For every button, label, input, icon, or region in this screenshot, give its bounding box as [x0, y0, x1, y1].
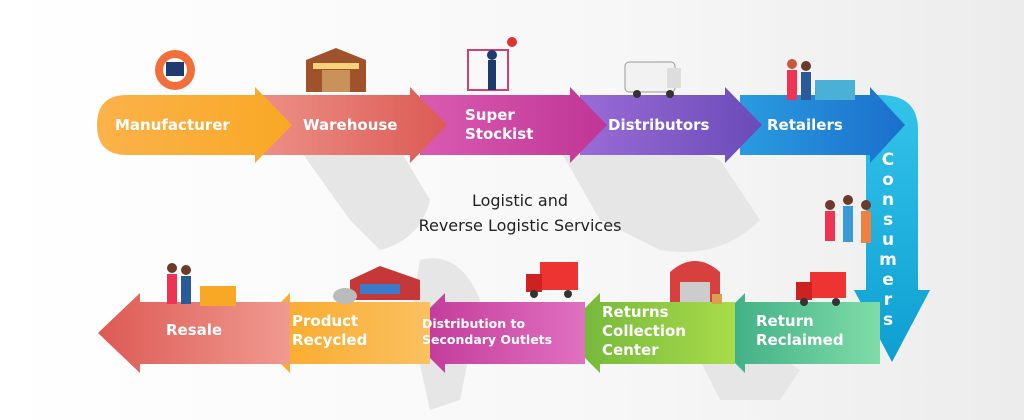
label-line: Returns [602, 303, 669, 321]
resale-label: Resale [166, 321, 223, 339]
product-recycled-arrow [250, 293, 430, 373]
returns-collection-center-label: Returns Collection Center [602, 303, 686, 360]
truck-illustration [526, 262, 578, 298]
letter: n [881, 190, 895, 210]
distributors-illustration [624, 61, 681, 98]
letter: m [879, 250, 897, 270]
return-reclaimed-label: Return Reclaimed [756, 312, 844, 350]
letter: e [882, 270, 894, 290]
warehouse-arrow [262, 87, 447, 163]
consumers-label: C o n s u m e r s [876, 150, 900, 330]
super-stockist-illustration [467, 37, 517, 91]
return-reclaimed-arrow [705, 293, 880, 373]
diagram-title: Logistic and Reverse Logistic Services [380, 188, 660, 238]
resale-arrow [98, 293, 290, 373]
label-line: Super [465, 106, 515, 124]
return-truck-illustration [796, 272, 846, 306]
retailers-illustration [787, 59, 855, 100]
letter: o [882, 170, 894, 190]
returns-collection-center-arrow [560, 293, 735, 373]
title-line-2: Reverse Logistic Services [418, 216, 622, 235]
retailers-arrow [740, 87, 905, 163]
label-line: Return [756, 312, 814, 330]
label-line: Product [292, 312, 359, 330]
super-stockist-arrow [420, 87, 607, 163]
label-line: Secondary Outlets [422, 332, 553, 347]
letter: C [881, 150, 895, 170]
label-line: Recycled [292, 331, 368, 349]
letter: u [881, 230, 895, 250]
manufacturer-arrow [97, 87, 292, 163]
consumers-illustration [825, 195, 871, 243]
retailers-label: Retailers [767, 116, 843, 134]
distribution-secondary-outlets-label: Distribution to Secondary Outlets [422, 316, 552, 348]
manufacturer-label: Manufacturer [115, 116, 230, 134]
recycling-plant-illustration [333, 266, 420, 304]
product-recycled-label: Product Recycled [292, 312, 367, 350]
warehouse-label: Warehouse [303, 116, 398, 134]
letter: s [882, 310, 894, 330]
label-line: Collection [602, 322, 686, 340]
manufacturer-illustration [155, 50, 195, 90]
label-line: Stockist [465, 125, 534, 143]
distribution-secondary-outlets-arrow [405, 293, 585, 373]
label-line: Distribution to [422, 316, 526, 331]
label-line: Reclaimed [756, 331, 844, 349]
distributors-label: Distributors [608, 116, 710, 134]
collection-center-illustration [670, 261, 722, 304]
label-line: Center [602, 341, 659, 359]
resale-illustration [167, 263, 236, 306]
super-stockist-label: Super Stockist [465, 106, 533, 144]
title-line-1: Logistic and [471, 191, 569, 210]
letter: r [883, 290, 893, 310]
warehouse-illustration [306, 48, 366, 92]
letter: s [882, 210, 894, 230]
distributors-arrow [580, 87, 762, 163]
